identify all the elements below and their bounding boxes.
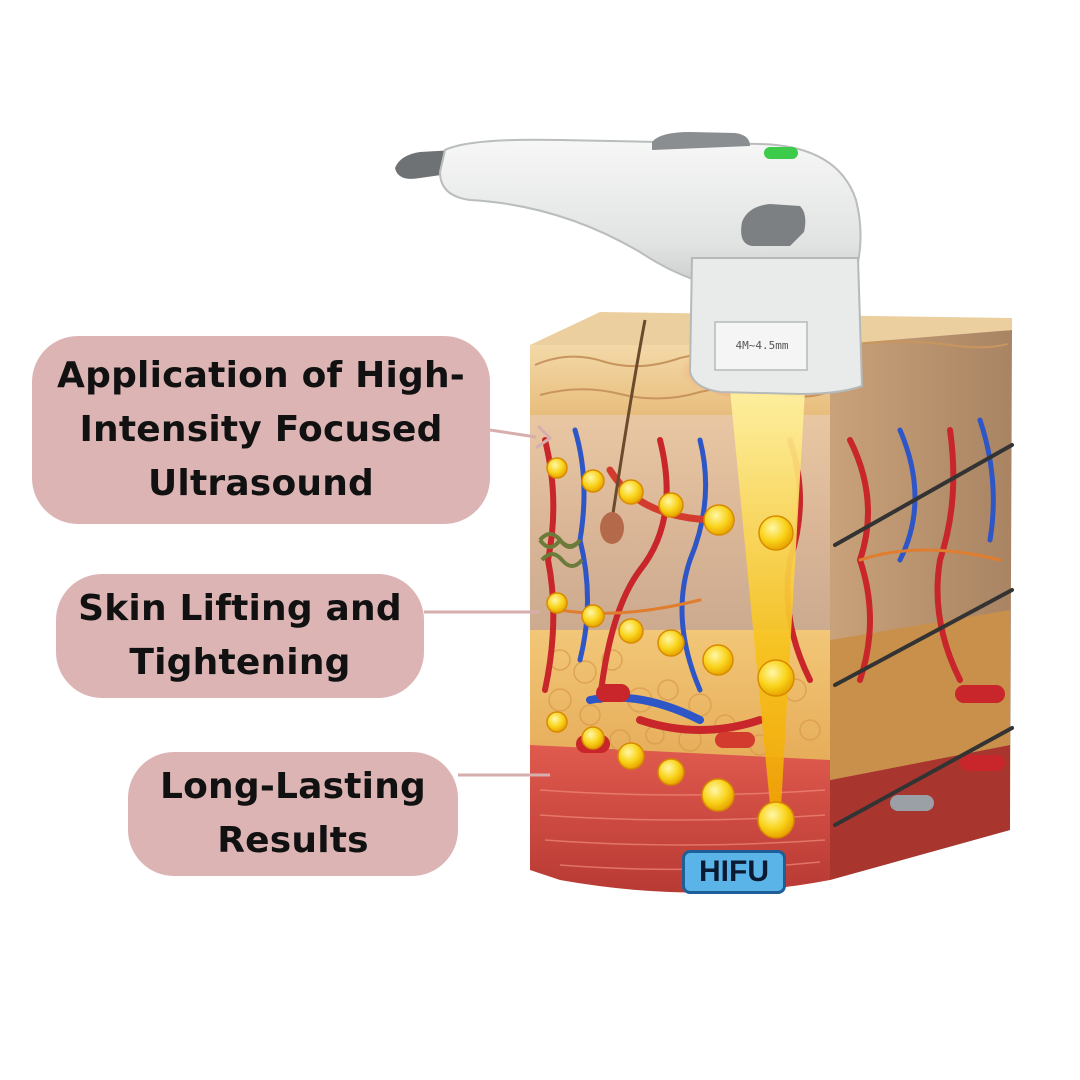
hifu-badge: HIFU [682, 850, 786, 894]
focal-point-icon [546, 457, 568, 479]
callout-label: Skin Lifting and Tightening [78, 588, 402, 683]
side-button [741, 204, 806, 246]
focal-point-icon [546, 592, 568, 614]
focal-point-icon [581, 469, 605, 493]
focal-point-icon [658, 492, 684, 518]
focal-point-icon [703, 504, 735, 536]
side-vessels [847, 417, 1005, 811]
focal-point-icon [657, 758, 685, 786]
focal-point-icon [546, 711, 568, 733]
focal-point-icon [657, 629, 685, 657]
callout-skin-lifting: Skin Lifting and Tightening [56, 574, 424, 698]
focal-points [546, 457, 795, 839]
green-indicator-icon [764, 147, 798, 159]
connector-1 [489, 428, 537, 439]
focal-point-icon [758, 515, 794, 551]
focal-point-icon [757, 801, 795, 839]
top-button [652, 132, 750, 150]
transducer-window [714, 321, 808, 371]
focal-point-icon [618, 479, 644, 505]
depth-marking: 4M~4.5mm [735, 339, 789, 352]
callout-label: Application of High-Intensity Focused Ul… [57, 355, 465, 504]
sweat-gland [538, 532, 584, 568]
focal-point-icon [702, 644, 734, 676]
callout-long-lasting: Long-Lasting Results [128, 752, 458, 876]
focal-point-icon [581, 604, 605, 628]
focal-point-icon [701, 778, 735, 812]
callout-connectors [424, 424, 553, 777]
hair-follicle [600, 319, 647, 544]
focal-point-icon [618, 618, 644, 644]
focal-point-icon [617, 742, 645, 770]
focal-point-icon [581, 726, 605, 750]
connector-1-arrow [535, 424, 553, 450]
side-fiber-lines [833, 443, 1014, 827]
callout-hifu-application: Application of High-Intensity Focused Ul… [32, 336, 490, 524]
skin-block-side-muscle [830, 745, 1010, 880]
ultrasound-beam [730, 390, 805, 825]
hifu-handpiece-icon [395, 132, 864, 396]
callout-label: Long-Lasting Results [159, 766, 427, 861]
skin-block-side-fat [830, 610, 1010, 780]
focal-point-icon [757, 659, 795, 697]
